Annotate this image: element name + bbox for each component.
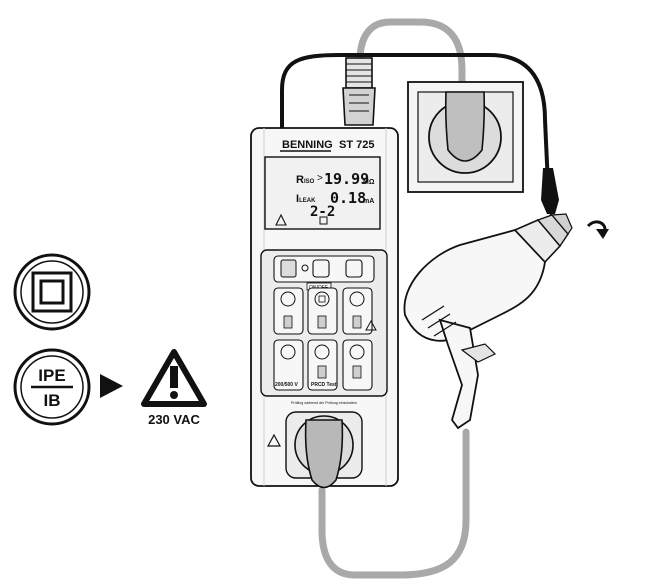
lcd-ileak-unit: mA xyxy=(363,198,374,205)
lcd-step-value: 2-2 xyxy=(310,204,335,220)
electric-drill xyxy=(403,213,573,430)
lcd-ileak-value: 0.18 xyxy=(330,189,366,207)
test-button-phase[interactable] xyxy=(342,339,373,391)
label-200-500v: 200/500 V xyxy=(275,382,298,388)
lcd-riso-label: RISO xyxy=(296,174,315,186)
lcd-warning-icon xyxy=(275,213,287,226)
legend-ipe-label: IPE xyxy=(38,366,65,385)
legend-ib-label: IB xyxy=(44,391,61,410)
arrow-right-icon xyxy=(100,374,123,398)
voltage-label: 230 VAC xyxy=(148,412,200,427)
wall-socket xyxy=(407,81,524,193)
mode-button-2[interactable] xyxy=(312,259,330,278)
probe-lead xyxy=(280,53,550,186)
mode-button-1[interactable] xyxy=(280,259,297,278)
lcd-ileak-label: ILEAK xyxy=(296,193,316,205)
drill-power-cable xyxy=(318,428,470,579)
lcd-riso-unit: MΩ xyxy=(363,179,375,186)
test-lead-plug xyxy=(342,57,376,126)
lcd-riso-value: 19.99 xyxy=(324,170,369,188)
lcd-class-icon xyxy=(319,216,328,225)
socket-warning-icon xyxy=(266,433,282,447)
warning-caption: Prüfling während der Prüfung einschalten xyxy=(291,401,357,405)
test-button-grid: 200/500 V PRCD Test xyxy=(273,287,377,391)
label-prcd-test: PRCD Test xyxy=(311,382,337,388)
ipe-ib-measurement-icon: IPE IB xyxy=(13,348,91,426)
tester-device: BENNING ST 725 RISO > 19.99 MΩ ILEAK 0.1… xyxy=(250,127,399,489)
protection-class-ii-icon xyxy=(13,253,91,331)
dut-socket xyxy=(285,411,363,489)
key-warning-icon xyxy=(365,319,377,331)
model-name: ST 725 xyxy=(339,139,374,151)
voltage-warning-icon xyxy=(141,349,207,407)
mode-button-3[interactable] xyxy=(345,259,363,278)
brand-name: BENNING xyxy=(282,139,333,151)
lcd-riso-comparator: > xyxy=(317,173,323,184)
connection-cable xyxy=(356,18,466,99)
lightbulb-icon xyxy=(301,264,309,272)
